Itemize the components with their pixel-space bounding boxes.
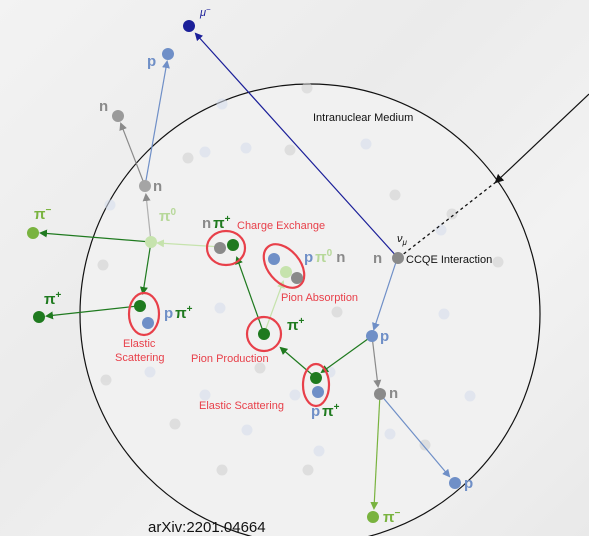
pion-track-bottom xyxy=(370,393,381,510)
background-nucleons xyxy=(97,82,504,476)
absorption-proton xyxy=(268,253,280,265)
neutron-label-top: n xyxy=(99,98,108,115)
pi0-particle xyxy=(145,236,157,248)
pion-track-to-production xyxy=(279,346,317,379)
elastic-left-pion xyxy=(134,300,146,312)
pion-track-left xyxy=(39,229,152,243)
pion-track-to-charge-exchange xyxy=(235,256,265,335)
neutron-particle-1 xyxy=(374,388,386,400)
pi0-label: π0 xyxy=(159,207,176,225)
neutron-track-1 xyxy=(371,335,382,388)
neutrino-dotted-path xyxy=(400,181,497,257)
neutron-particle-2 xyxy=(139,180,151,192)
elastic-scattering-ring-left xyxy=(127,291,161,337)
pion-plus-out-left xyxy=(33,311,45,323)
vertex-neutron-label: n xyxy=(373,250,382,267)
ccqe-label: CCQE Interaction xyxy=(406,254,492,266)
muon-label: μ− xyxy=(199,5,211,19)
neutrino-arrow xyxy=(494,93,589,184)
absorption-neutron xyxy=(291,272,303,284)
muon-particle xyxy=(183,20,195,32)
pion-track-to-absorption xyxy=(263,280,285,335)
pion-minus-label-bottom: π− xyxy=(383,508,400,526)
pi0-track xyxy=(156,239,223,248)
proton-label-top: p xyxy=(147,53,156,70)
neutron-track-top xyxy=(119,122,146,187)
elastic-left-proton xyxy=(142,317,154,329)
absorption-pion xyxy=(280,266,292,278)
proton-label-out: p xyxy=(464,475,473,492)
pion-absorption-ring xyxy=(262,243,306,289)
proton-particle-1 xyxy=(366,330,378,342)
pion-minus-out-left xyxy=(27,227,39,239)
pion-minus-out-bottom xyxy=(367,511,379,523)
neutron-label-1: n xyxy=(389,385,398,402)
pion-production-label: Pion Production xyxy=(191,353,269,365)
elastic-scattering-ring-right xyxy=(301,362,331,408)
proton-track-3 xyxy=(379,393,451,478)
pion-production-particle-label: π+ xyxy=(287,316,304,334)
pion-track-out-left xyxy=(45,305,139,320)
citation: arXiv:2201.04664 xyxy=(148,519,266,536)
proton-particle-out xyxy=(449,477,461,489)
pion-track-to-elastic-left xyxy=(139,241,152,295)
proton-particle-top xyxy=(162,48,174,60)
neutrino-label: νμ xyxy=(397,233,408,247)
neutron-track-2 xyxy=(142,193,152,243)
charge-exchange-neutron xyxy=(214,242,226,254)
elastic-right-label: Elastic Scattering xyxy=(199,400,284,412)
proton-label-1: p xyxy=(380,328,389,345)
charge-exchange-pion xyxy=(227,239,239,251)
charge-exchange-ring xyxy=(205,229,247,267)
neutron-particle-top xyxy=(112,110,124,122)
charge-exchange-label: Charge Exchange xyxy=(237,220,325,232)
elastic-right-pion xyxy=(310,372,322,384)
ccqe-vertex xyxy=(392,252,404,264)
pion-production-ring xyxy=(245,315,283,353)
muon-track xyxy=(194,32,399,259)
pion-minus-label-left: π− xyxy=(34,205,51,223)
proton-track-1 xyxy=(372,258,398,331)
medium-label: Intranuclear Medium xyxy=(313,112,413,124)
pion-absorption-label: Pion Absorption xyxy=(281,292,358,304)
elastic-right-proton xyxy=(312,386,324,398)
pion-plus-label-left: π+ xyxy=(44,290,61,308)
elastic-left-label-2: Scattering xyxy=(115,352,165,364)
proton-track-2 xyxy=(320,335,373,374)
proton-track-top xyxy=(144,60,170,187)
neutron-label-2: n xyxy=(153,178,162,195)
pion-production-particle xyxy=(258,328,270,340)
elastic-left-label-1: Elastic xyxy=(123,338,156,350)
